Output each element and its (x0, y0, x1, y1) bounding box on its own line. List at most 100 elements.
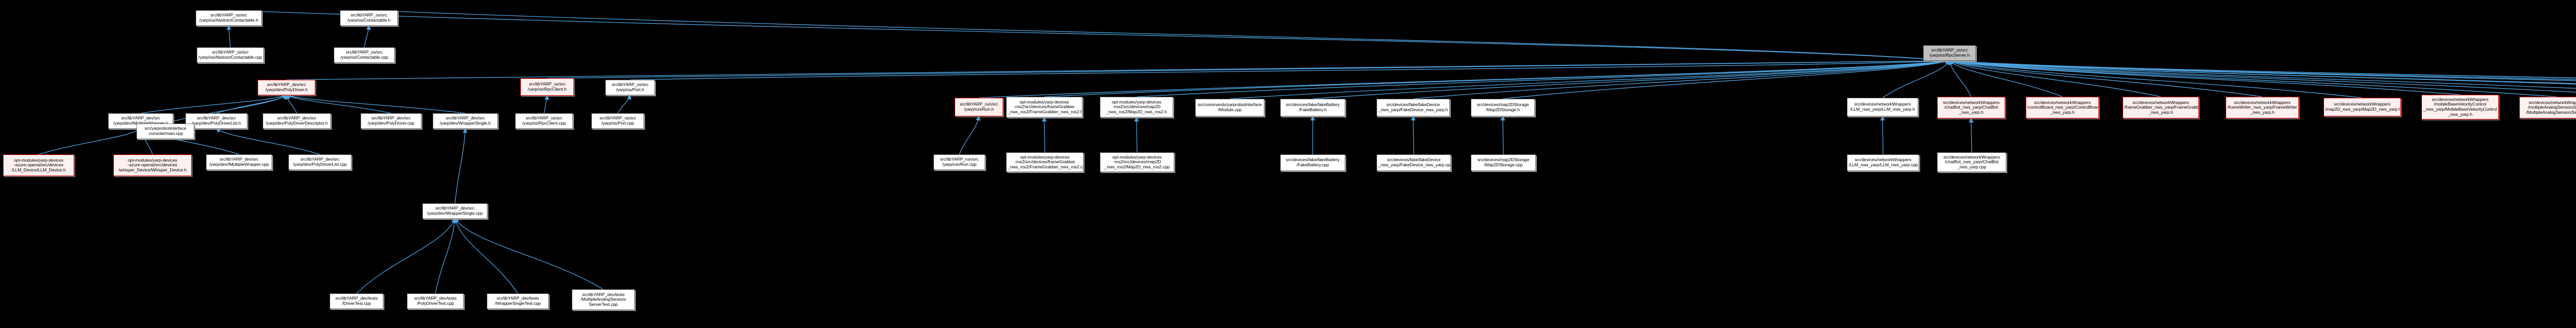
graph-node[interactable]: src/devices/fake/fakeBattery /FakeBatter… (1280, 154, 1345, 171)
graph-node-label: src/devices/networkWrappers /frameWriter… (2227, 99, 2297, 115)
graph-edge (1948, 59, 2576, 93)
graph-node-label: src/libYARP_run/src /yarp/run/Run.cpp (940, 157, 979, 167)
graph-node[interactable]: src/libYARP_dev/src /yarp/dev/PolyDriver… (289, 154, 351, 170)
graph-node[interactable]: src/devices/fake/fakeDevice _nws_yarp/Fa… (1377, 154, 1451, 171)
graph-node[interactable]: src/libYARP_dev/src /yarp/dev/PolyDriver… (258, 80, 315, 95)
graph-edge (356, 218, 455, 294)
graph-edge (1948, 59, 2576, 81)
graph-node-label: src/devices/fake/fakeBattery /FakeBatter… (1285, 102, 1340, 112)
graph-node-label: src/devices/networkWrappers /mobileBaseV… (2423, 96, 2497, 117)
graph-node-label: src/devices/map2DStorage /Map2DStorage.c… (1477, 157, 1530, 167)
graph-node[interactable]: src/libYARP_dev/src /yarp/dev/PolyDriver… (185, 113, 247, 129)
graph-node-label: src/libYARP_dev/tests /DriverTest.cpp (335, 296, 378, 306)
graph-node[interactable]: src/devices/fake/fakeDevice _nws_yarp/Fa… (1377, 99, 1450, 116)
graph-node[interactable]: opt-modules/yarp-devices -ros2/src/devic… (1006, 97, 1082, 117)
graph-edge (1136, 59, 1951, 97)
graph-edge (630, 58, 1951, 80)
graph-node-label: src/devices/networkWrappers /LLM_nws_yar… (1849, 157, 1918, 167)
graph-node[interactable]: src/libYARP_os/src /yarp/os/RpcClient.h (520, 78, 574, 96)
graph-node-label: opt-modules/yarp-devices -azure-openai/s… (11, 157, 66, 172)
graph-node[interactable]: src/libYARP_dev/src /yarp/dev/WrapperSin… (433, 113, 498, 129)
graph-edge (1948, 59, 2363, 98)
graph-node[interactable]: src/libYARP_dev/src /yarp/dev/PolyDriver… (263, 113, 331, 129)
graph-node[interactable]: opt-modules/yarp-devices -azure-openai/s… (3, 154, 74, 176)
graph-node[interactable]: src/devices/networkWrappers /LLM_nws_yar… (1847, 154, 1919, 171)
graph-edge (1948, 59, 2576, 81)
graph-node[interactable]: src/libYARP_os/src /yarp/os/Port.h (605, 80, 655, 95)
graph-edge (368, 10, 1951, 63)
graph-node[interactable]: src/devices/networkWrappers /frameWriter… (2226, 97, 2299, 118)
graph-node[interactable]: src/libYARP_os/src /yarp/os/AbstractCont… (197, 47, 264, 63)
graph-node-label: src/libYARP_dev/src /yarp/dev/PolyDriver… (192, 115, 241, 126)
graph-node[interactable]: src/libYARP_dev/src /yarp/dev/IMultipleW… (206, 154, 272, 170)
graph-node[interactable]: src/libYARP_dev/tests /PolyDriverTest.cp… (407, 294, 464, 309)
graph-node[interactable]: src/devices/map2DStorage /Map2DStorage.h (1471, 99, 1535, 116)
graph-node[interactable]: src/libYARP_run/src /yarp/run/Run.cpp (934, 154, 985, 170)
graph-edge (1042, 116, 1047, 153)
graph-node-root[interactable]: src/libYARP_os/src /yarp/os/RpcServer.h (1923, 45, 1976, 61)
graph-node-label: src/libYARP_dev/src /yarp/dev/WrapperSin… (427, 205, 483, 216)
graph-node[interactable]: src/devices/networkWrappers /mobileBaseV… (2421, 95, 2499, 119)
graph-node-label: src/libYARP_os/src /yarp/os/AbstractCont… (199, 12, 259, 23)
graph-node[interactable]: src/libYARP_os/src /yarp/os/AbstractCont… (196, 10, 262, 26)
graph-node-label: src/devices/networkWrappers /LLM_nws_yar… (1850, 101, 1915, 112)
graph-edge (1948, 59, 2461, 95)
graph-edge (364, 25, 371, 48)
graph-edge (544, 95, 550, 114)
graph-node-label: opt-modules/yarp-devices -ros2/src/devic… (1106, 99, 1167, 114)
graph-edge (226, 25, 231, 48)
graph-node[interactable]: src/devices/networkWrappers /map2D_nws_y… (2324, 98, 2401, 116)
graph-edge (1502, 59, 1951, 99)
graph-node[interactable]: src/libYARP_os/src /yarp/os/Contactable.… (340, 10, 398, 26)
graph-node[interactable]: src/commands/yarprobotinterface /Module.… (1195, 99, 1264, 116)
graph-edge (454, 128, 468, 204)
graph-node[interactable]: src/libYARP_dev/src /yarp/dev/WrapperSin… (422, 203, 487, 219)
graph-node-label: src/commands/yarprobotinterface /Module.… (1197, 102, 1262, 112)
graph-edge (453, 218, 518, 294)
graph-node-label: opt-modules/yarp-devices -ros2/src/devic… (1008, 154, 1083, 169)
graph-node-label: src/devices/networkWrappers /chatBot_nws… (1943, 99, 1999, 115)
graph-edge (216, 95, 287, 114)
graph-edge (1413, 59, 1951, 99)
graph-node[interactable]: src/devices/networkWrappers /controlBoar… (2026, 97, 2099, 118)
graph-node[interactable]: src/devices/networkWrappers /LLM_nws_yar… (1847, 98, 1918, 116)
graph-edge (1411, 115, 1416, 155)
graph-node[interactable]: src/libYARP_os/src /yarp/os/Contactable.… (334, 47, 395, 63)
graph-node[interactable]: src/devices/networkWrappers /chatBot_nws… (1937, 97, 2005, 118)
graph-node[interactable]: src/libYARP_dev/src /yarp/dev/PolyDriver… (361, 113, 421, 129)
graph-edge (547, 58, 1951, 79)
graph-node-label: src/libYARP_os/src /yarp/os/Port.h (612, 82, 649, 92)
graph-node[interactable]: src/yarprobotinterface -console/main.cpp (137, 124, 194, 139)
graph-node[interactable]: src/devices/networkWrappers /chatBot_nws… (1937, 152, 2006, 172)
graph-edge (959, 115, 981, 155)
graph-node[interactable]: src/devices/map2DStorage /Map2DStorage.c… (1471, 154, 1536, 171)
graph-node[interactable]: src/devices/networkWrappers /multipleAna… (2519, 97, 2576, 118)
graph-node[interactable]: src/libYARP_dev/tests /WrapperSingleTest… (487, 294, 549, 309)
graph-node[interactable]: src/libYARP_dev/tests /MultipleAnalogSen… (572, 289, 635, 310)
graph-node[interactable]: opt-modules/yarp-devices -azure-openai/s… (113, 154, 192, 176)
graph-node[interactable]: opt-modules/yarp-devices -ros2/src/devic… (1100, 152, 1174, 172)
graph-node-label: src/devices/fake/fakeDevice _nws_yarp/Fa… (1378, 157, 1451, 167)
graph-edge (1312, 59, 1951, 99)
graph-edge (1948, 60, 1972, 97)
graph-node-label: opt-modules/yarp-devices -azure-openai/s… (118, 157, 187, 172)
graph-node-label: src/libYARP_dev/tests /WrapperSingleTest… (495, 296, 541, 306)
graph-node[interactable]: src/libYARP_dev/tests /DriverTest.cpp (330, 294, 383, 309)
graph-node-label: src/libYARP_os/src /yarp/os/RpcClient.h (528, 81, 567, 92)
graph-node[interactable]: src/libYARP_os/src /yarp/os/Port.cpp (591, 113, 644, 129)
graph-edge (435, 218, 457, 294)
graph-node-label: opt-modules/yarp-devices -ros2/src/devic… (1104, 154, 1170, 169)
graph-node[interactable]: src/devices/fake/fakeBattery /FakeBatter… (1280, 99, 1345, 116)
graph-edge (38, 128, 142, 155)
graph-node[interactable]: src/libYARP_run/src /yarp/run/Run.h (955, 98, 1003, 116)
graph-edge (1948, 59, 2576, 78)
graph-node[interactable]: src/libYARP_os/src /yarp/os/RpcClient.cp… (515, 113, 573, 129)
graph-node[interactable]: opt-modules/yarp-devices -ros2/src/devic… (1006, 152, 1083, 172)
graph-edge (1948, 59, 2576, 89)
graph-edge (285, 94, 297, 114)
graph-node-label: src/libYARP_dev/tests /MultipleAnalogSen… (580, 291, 626, 307)
graph-node[interactable]: opt-modules/yarp-devices -ros2/src/devic… (1100, 97, 1173, 117)
graph-node-label: src/devices/fake/fakeDevice _nws_yarp/Fa… (1378, 102, 1448, 112)
graph-node-label: src/devices/map2DStorage /Map2DStorage.h (1477, 102, 1529, 112)
graph-node[interactable]: src/devices/networkWrappers /frameGrabbe… (2123, 97, 2199, 118)
